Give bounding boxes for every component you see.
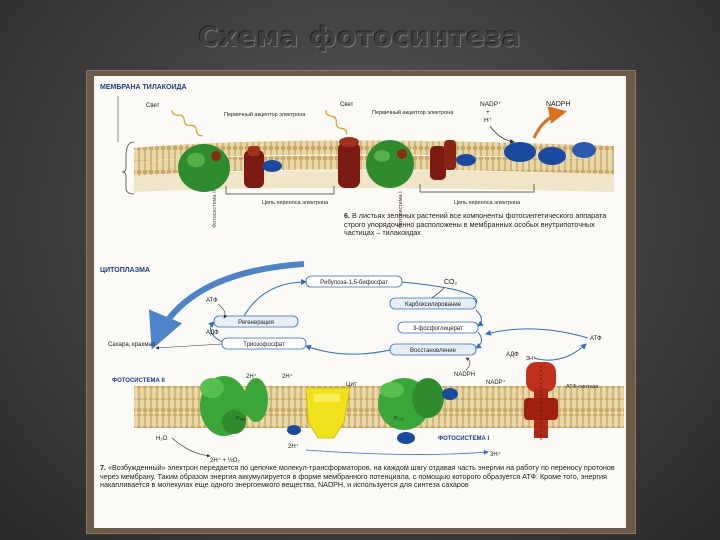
atp-arrow-1 <box>217 303 228 319</box>
red-complex-1 <box>244 146 264 188</box>
nadph-arrow <box>532 106 567 139</box>
photosystem-ii-complex-top <box>178 144 230 192</box>
photosystem-i-complex-top <box>366 140 414 188</box>
chain-label-2: Цепь переноса электрона <box>454 200 521 206</box>
regeneration-label: Регенерация <box>238 320 274 326</box>
light-wave-1 <box>171 109 203 137</box>
atp-synthase-label: АТФ-синтаза <box>566 384 599 390</box>
acceptor-label-2: Первичный акцептор электрона <box>372 109 454 116</box>
reduction-label: Восстановление <box>410 348 457 354</box>
caption-6-number: 6. <box>344 212 350 220</box>
cycle-arrow-2 <box>475 309 484 327</box>
h-label-3: 3H⁺ <box>490 451 501 458</box>
proton-flow-arrow <box>305 449 489 455</box>
nadph-label-2: NADPH <box>454 372 475 378</box>
photosynthesis-figure: МЕМБРАНА ТИЛАКОИДА Свет Первичный акцепт… <box>94 76 626 528</box>
h-label-3-top: 3H⁺ <box>526 355 536 362</box>
big-blue-arrow <box>148 261 305 350</box>
atp-arrow-2 <box>533 343 587 361</box>
nadp-label-2: NADP⁺ <box>486 379 506 386</box>
phosphoglycerate-box <box>397 321 479 334</box>
blue-complex-right <box>504 142 596 165</box>
plus-sign: + <box>486 109 490 116</box>
adp-label-2: АДФ <box>506 352 519 358</box>
cyt-label: Цит <box>346 382 357 388</box>
phosphoglycerate-label: 3-фосфоглицерат <box>413 326 463 332</box>
reduction-box <box>389 343 477 356</box>
h-label-2c: 2H⁺ <box>288 443 299 450</box>
h-label-2a: 2H⁺ <box>246 373 257 380</box>
acceptor-label-1: Первичный акцептор электрона <box>224 111 306 118</box>
cytoplasm-header: ЦИТОПЛАЗМА <box>100 267 150 274</box>
slide-title: Схема фотосинтеза <box>198 22 522 53</box>
h-plus-label: H⁺ <box>484 117 493 124</box>
plastocyanin <box>397 432 415 444</box>
photosystem-i-header: ФОТОСИСТЕМА I <box>438 436 489 442</box>
light-label-1: Свет <box>146 103 160 109</box>
chain-bracket-1 <box>225 186 335 195</box>
photosystem-i-complex-bottom <box>378 378 444 430</box>
carboxylation-label: Карбоксилирование <box>405 302 462 308</box>
p680-label: P₆₈₀ <box>236 416 246 422</box>
caption-6: 6. В листьях зеленых растений все компон… <box>344 212 624 238</box>
h2o-label: H₂O <box>156 436 168 442</box>
atp-to-cycle-arrow <box>485 328 589 339</box>
atp-label-1: АТФ <box>206 298 218 304</box>
chain-label-1: Цепь переноса электрона <box>262 200 329 206</box>
caption-6-text: В листьях зеленых растений все компонент… <box>344 212 607 238</box>
carrier-1 <box>262 160 282 172</box>
caption-7: 7. «Возбужденный» электрон передается по… <box>100 464 622 490</box>
light-label-2: Свет <box>340 102 354 108</box>
cycle-arrow-5 <box>208 321 223 343</box>
plastoquinone <box>287 425 301 435</box>
co2-label: CO₂ <box>444 279 458 286</box>
photosystem-ii-label: Фотосистема II <box>212 189 218 228</box>
cytochrome-complex <box>305 387 351 439</box>
membrane-header: МЕМБРАНА ТИЛАКОИДА <box>100 84 187 91</box>
membrane-bracket <box>121 141 135 195</box>
nadp-arrow <box>489 125 515 144</box>
cycle-arrow-4 <box>305 344 391 355</box>
caption-7-text: «Возбужденный» электрон передается по це… <box>100 464 615 490</box>
h-label-2b: 2H⁺ <box>282 373 293 380</box>
atp-synthase-complex <box>524 362 558 442</box>
cycle-arrow-3 <box>475 331 482 349</box>
water-arrow <box>171 437 211 458</box>
caption-7-number: 7. <box>100 464 106 472</box>
cycle-arrow-1 <box>401 281 478 305</box>
light-wave-2 <box>325 109 348 135</box>
red-complex-3 <box>430 140 456 180</box>
calvin-cycle: Рибулоза-1,5-бифосфат CO₂ Карбоксилирова… <box>206 275 484 356</box>
ribulose-label: Рибулоза-1,5-бифосфат <box>320 280 388 286</box>
sugars-arrow <box>155 343 223 350</box>
photosystem-ii-complex-bottom <box>200 376 268 436</box>
triose-label: Триозофосфат <box>243 342 285 348</box>
ferredoxin <box>442 388 458 400</box>
cycle-arrow-6 <box>243 279 307 317</box>
photosystem-ii-header: ФОТОСИСТЕМА II <box>112 378 165 384</box>
p700-label: P₇₀₀ <box>394 416 404 422</box>
atp-label-2: АТФ <box>590 336 602 342</box>
red-complex-2 <box>338 137 360 188</box>
nadph-arrow-2 <box>465 357 471 371</box>
triose-box <box>221 337 307 350</box>
nadph-label: NADPH <box>546 101 571 108</box>
chain-bracket-2 <box>419 184 535 193</box>
photosystem-i-label: Фотосистема I <box>398 191 404 228</box>
o2-label: 2H⁺ + ½O₂ <box>210 457 240 464</box>
carrier-2 <box>456 154 476 166</box>
nadp-plus-label: NADP⁺ <box>480 101 502 108</box>
adp-label-1: АДФ <box>206 330 219 336</box>
sugars-label: Сахара, крахмал <box>108 342 156 348</box>
